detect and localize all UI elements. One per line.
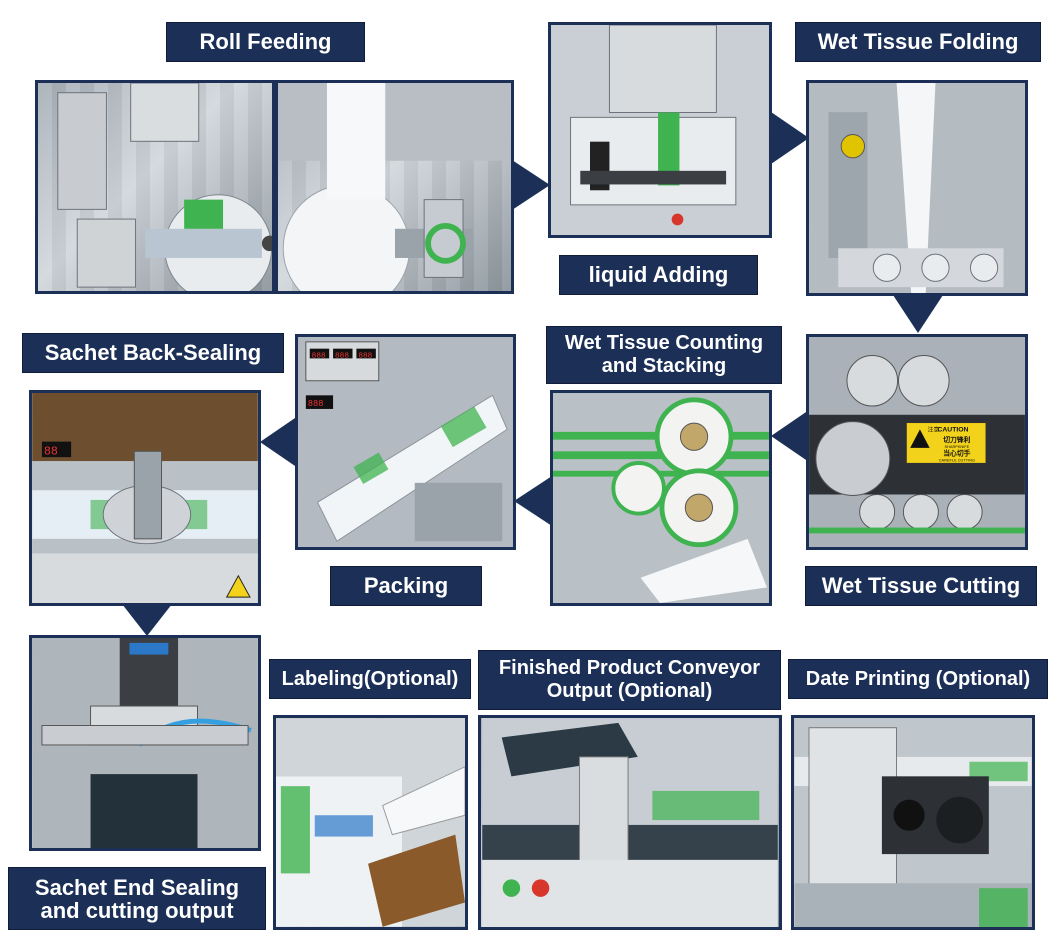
photo-roll-feeding-left bbox=[35, 80, 275, 294]
sharp-en-text: SHARPKNIFE bbox=[944, 444, 969, 449]
display-1: 888 bbox=[312, 352, 326, 360]
photo-liquid-adding bbox=[548, 22, 772, 238]
label-packing: Packing bbox=[330, 566, 482, 606]
sharp-cn-text: 切刀锋利 bbox=[943, 435, 970, 444]
arrow-cutting-to-counting bbox=[771, 410, 809, 462]
photo-sachet-back-sealing: 88 bbox=[29, 390, 261, 606]
arrow-folding-to-cutting bbox=[893, 295, 943, 333]
display-2: 888 bbox=[335, 352, 349, 360]
arrow-back-sealing-to-end-sealing bbox=[122, 604, 172, 636]
arrow-roll-to-liquid bbox=[512, 160, 550, 210]
label-wet-tissue-cutting: Wet Tissue Cutting bbox=[805, 566, 1037, 606]
photo-wet-tissue-counting bbox=[550, 390, 772, 606]
careful-en-text: CAREFUL CUTTING bbox=[939, 457, 975, 462]
label-conveyor-line2: Output (Optional) bbox=[546, 680, 713, 702]
label-finished-product-conveyor: Finished Product Conveyor Output (Option… bbox=[478, 650, 781, 710]
counter-display: 88 bbox=[44, 444, 58, 458]
photo-finished-product-conveyor bbox=[478, 715, 782, 930]
display-3: 888 bbox=[358, 352, 372, 360]
caution-text: CAUTION bbox=[937, 426, 968, 433]
arrow-counting-to-packing bbox=[514, 476, 552, 526]
arrow-packing-to-back-sealing bbox=[260, 416, 298, 468]
photo-date-printing bbox=[791, 715, 1035, 930]
careful-cn-text: 当心切手 bbox=[943, 449, 970, 458]
label-sachet-back-sealing: Sachet Back-Sealing bbox=[22, 333, 284, 373]
photo-roll-feeding-right bbox=[275, 80, 514, 294]
photo-sachet-end-sealing bbox=[29, 635, 261, 851]
label-wet-tissue-counting: Wet Tissue Counting and Stacking bbox=[546, 326, 782, 384]
label-end-sealing-line2: and cutting output bbox=[40, 897, 234, 923]
label-counting-line1: Wet Tissue Counting bbox=[564, 332, 764, 354]
arrow-liquid-to-folding bbox=[771, 112, 809, 164]
label-sachet-end-sealing: Sachet End Sealing and cutting output bbox=[8, 867, 266, 930]
photo-labeling bbox=[273, 715, 468, 930]
label-counting-line2: and Stacking bbox=[601, 355, 727, 377]
label-end-sealing-line1: Sachet End Sealing bbox=[34, 874, 240, 900]
label-date-printing: Date Printing (Optional) bbox=[788, 659, 1048, 699]
photo-packing: 888 888 888 888 bbox=[295, 334, 516, 550]
display-4: 888 bbox=[308, 399, 324, 409]
label-labeling: Labeling(Optional) bbox=[269, 659, 471, 699]
label-roll-feeding: Roll Feeding bbox=[166, 22, 365, 62]
photo-wet-tissue-folding bbox=[806, 80, 1028, 296]
photo-wet-tissue-cutting: CAUTION 注意 切刀锋利 SHARPKNIFE 当心切手 CAREFUL … bbox=[806, 334, 1028, 550]
caution-cn-text: 注意 bbox=[928, 425, 940, 433]
label-wet-tissue-folding: Wet Tissue Folding bbox=[795, 22, 1041, 62]
label-liquid-adding: liquid Adding bbox=[559, 255, 758, 295]
label-conveyor-line1: Finished Product Conveyor bbox=[498, 657, 761, 679]
